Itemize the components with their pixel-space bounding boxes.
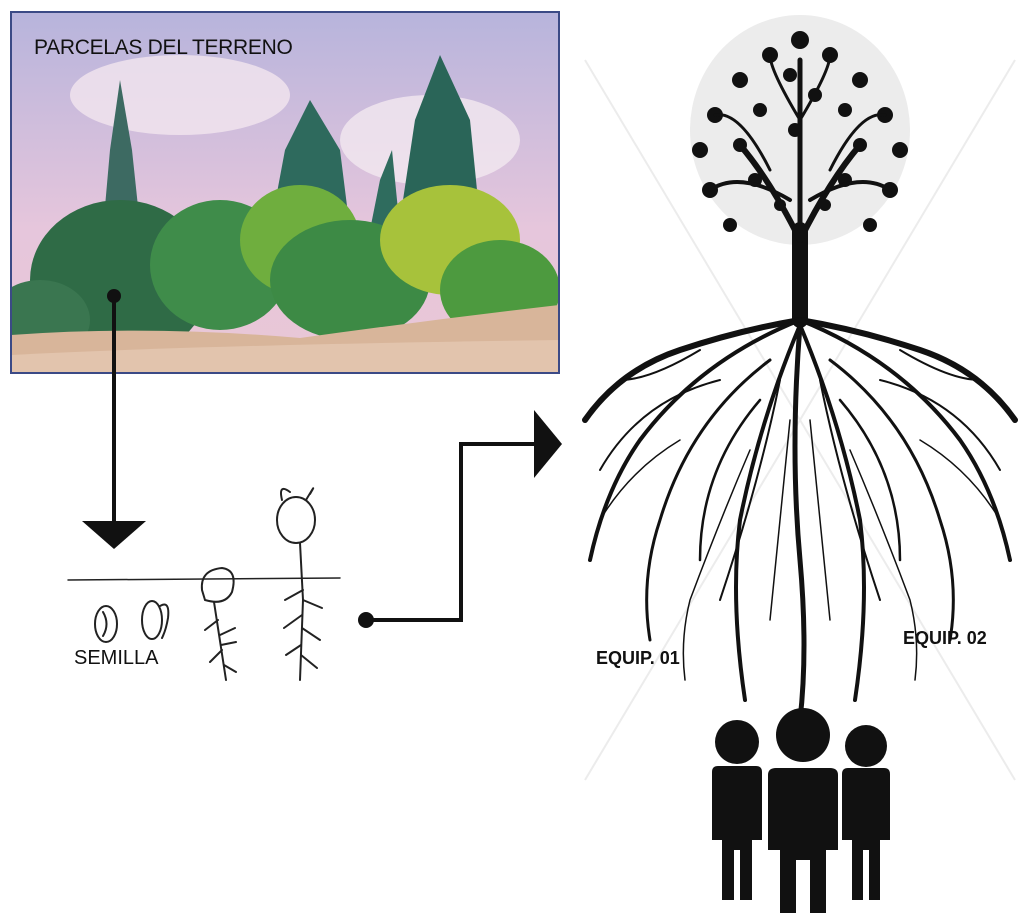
arrow-right [358,410,562,628]
team-label-left: EQUIP. 01 [596,648,680,668]
team-label-right: EQUIP. 02 [903,628,987,648]
photo-caption: PARCELAS DEL TERRENO [34,36,293,59]
seed-label: SEMILLA [74,647,159,669]
arrow-down [82,289,146,549]
landscape-photo [11,12,559,373]
watermark-cross [584,59,1016,781]
seed-germination-sketch [67,487,341,681]
group-of-people-icon [712,708,890,913]
tree-with-roots [582,15,1018,723]
photo-frame [10,11,560,374]
